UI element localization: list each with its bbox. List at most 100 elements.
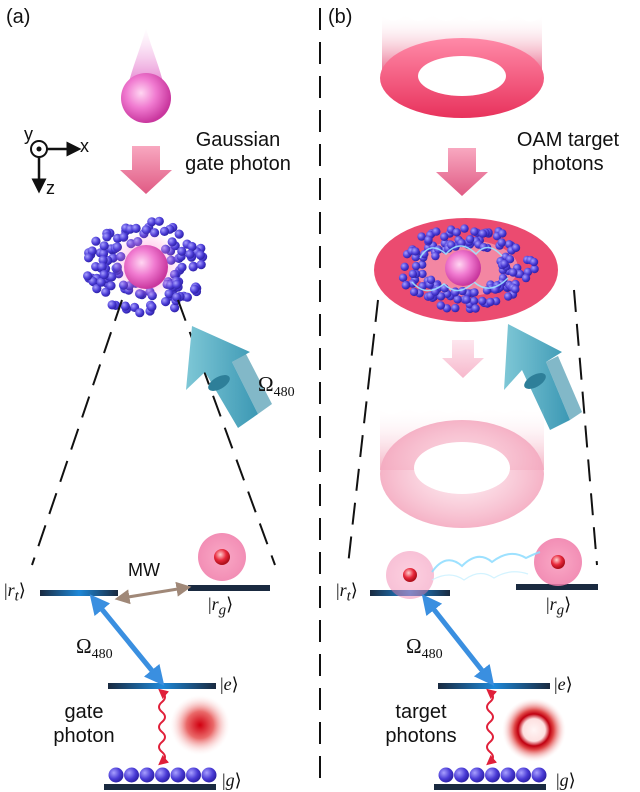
atom-dot bbox=[99, 270, 109, 280]
atom-dot bbox=[96, 277, 106, 287]
atom-dot bbox=[486, 297, 495, 307]
atom-dot bbox=[409, 287, 419, 297]
atom-dot bbox=[500, 259, 509, 269]
atom-dot bbox=[411, 261, 421, 271]
atom-dot bbox=[147, 217, 157, 227]
atom-dot bbox=[511, 243, 521, 252]
gate-photon-line1: gate bbox=[64, 701, 104, 723]
atom-dot bbox=[411, 247, 420, 256]
atom-dot bbox=[478, 296, 487, 306]
atom-dot bbox=[440, 232, 449, 241]
atom-dot bbox=[418, 269, 427, 279]
level-e bbox=[108, 683, 216, 689]
probe-wave-a bbox=[158, 688, 170, 766]
atom-dot bbox=[508, 268, 518, 277]
panel-a-title-line1: Gaussian bbox=[195, 129, 281, 151]
atom-dot bbox=[170, 767, 186, 783]
state-rg-b: |rg⟩ bbox=[546, 594, 572, 619]
target-photons-label: target photons bbox=[376, 700, 466, 748]
atom-dot bbox=[424, 235, 433, 245]
gate-photon-label: gate photon bbox=[44, 700, 124, 748]
atom-dot bbox=[478, 229, 488, 238]
atom-dot bbox=[420, 249, 429, 259]
panel-b-title-line2: photons bbox=[532, 153, 604, 175]
atom-dot bbox=[400, 262, 409, 271]
level-e-b bbox=[438, 683, 550, 689]
atom-dot bbox=[529, 257, 539, 267]
atom-dot bbox=[438, 767, 454, 783]
atom-dot bbox=[155, 767, 170, 783]
atom-dot bbox=[188, 262, 198, 272]
atom-dot bbox=[186, 767, 201, 783]
gaussian-spot-icon bbox=[170, 695, 230, 755]
state-rg-a: |rg⟩ bbox=[208, 594, 234, 619]
atom-dot bbox=[195, 250, 205, 260]
down-arrow-icon-b bbox=[436, 148, 488, 196]
axis-x-label: x bbox=[80, 136, 89, 156]
coupling-label-beam-a: Ω480 bbox=[258, 372, 295, 401]
level-g bbox=[104, 784, 216, 790]
atom-dot bbox=[83, 271, 93, 281]
atom-dot bbox=[172, 292, 182, 302]
coupling-arrow-a bbox=[89, 594, 165, 686]
atom-dot bbox=[154, 216, 164, 226]
atom-dot bbox=[485, 767, 500, 783]
state-g-a: |g⟩ bbox=[222, 770, 242, 790]
atom-dot bbox=[515, 269, 525, 279]
atom-dot bbox=[120, 301, 130, 311]
state-e-a: |e⟩ bbox=[220, 674, 239, 694]
atom-cloud-icon bbox=[83, 216, 208, 318]
ground-atoms-b bbox=[438, 767, 547, 783]
atom-dot bbox=[131, 223, 141, 233]
coupling-arrow-b bbox=[421, 594, 495, 686]
funnel-line-left bbox=[31, 299, 123, 566]
pump-beam-icon-b bbox=[504, 324, 582, 430]
target-photons-line2: photons bbox=[385, 725, 457, 747]
coupling-label-b: Ω480 bbox=[406, 634, 443, 663]
atom-dot bbox=[504, 292, 513, 301]
interaction-glow-icon bbox=[431, 551, 541, 573]
atom-dot bbox=[182, 292, 192, 302]
atom-dot bbox=[431, 251, 440, 261]
panel-a bbox=[30, 28, 276, 790]
atom-dot bbox=[470, 227, 479, 236]
atom-dot bbox=[135, 308, 145, 318]
atom-dot bbox=[187, 241, 197, 252]
atom-dot bbox=[457, 238, 466, 248]
atom-dot bbox=[426, 275, 436, 284]
atom-dot bbox=[498, 229, 507, 238]
atom-dot bbox=[201, 767, 217, 783]
atom-dot bbox=[107, 300, 117, 310]
panel-a-tag: (a) bbox=[6, 6, 31, 28]
atom-dot bbox=[432, 227, 441, 236]
atom-dot bbox=[102, 232, 112, 242]
atom-dot bbox=[177, 246, 187, 256]
atom-dot bbox=[101, 287, 111, 297]
mw-label: MW bbox=[128, 560, 160, 580]
atom-dot bbox=[497, 238, 506, 247]
lower-oam-ring-icon bbox=[380, 406, 544, 528]
atom-dot bbox=[174, 229, 184, 239]
panel-b bbox=[347, 14, 598, 790]
axis-z-label: z bbox=[46, 178, 55, 198]
atom-dot bbox=[453, 295, 462, 304]
atom-dot bbox=[531, 767, 547, 783]
atom-dot bbox=[511, 285, 520, 294]
panel-b-tag: (b) bbox=[328, 6, 353, 28]
level-rt bbox=[40, 590, 118, 596]
atom-dot bbox=[189, 284, 200, 294]
state-rt-b: |rt⟩ bbox=[336, 580, 358, 605]
atom-dot bbox=[99, 241, 109, 251]
oam-ring-icon bbox=[380, 14, 544, 118]
atom-dot bbox=[460, 224, 469, 233]
atom-dot bbox=[417, 232, 426, 241]
atom-dot bbox=[436, 292, 446, 301]
state-g-b: |g⟩ bbox=[556, 770, 576, 790]
atom-dot bbox=[516, 767, 531, 783]
atom-dot bbox=[471, 304, 480, 313]
atom-dot bbox=[99, 248, 109, 259]
atom-dot bbox=[91, 236, 101, 246]
atom-dot bbox=[97, 262, 107, 272]
atom-dot bbox=[147, 302, 157, 312]
atom-dot bbox=[124, 767, 139, 783]
